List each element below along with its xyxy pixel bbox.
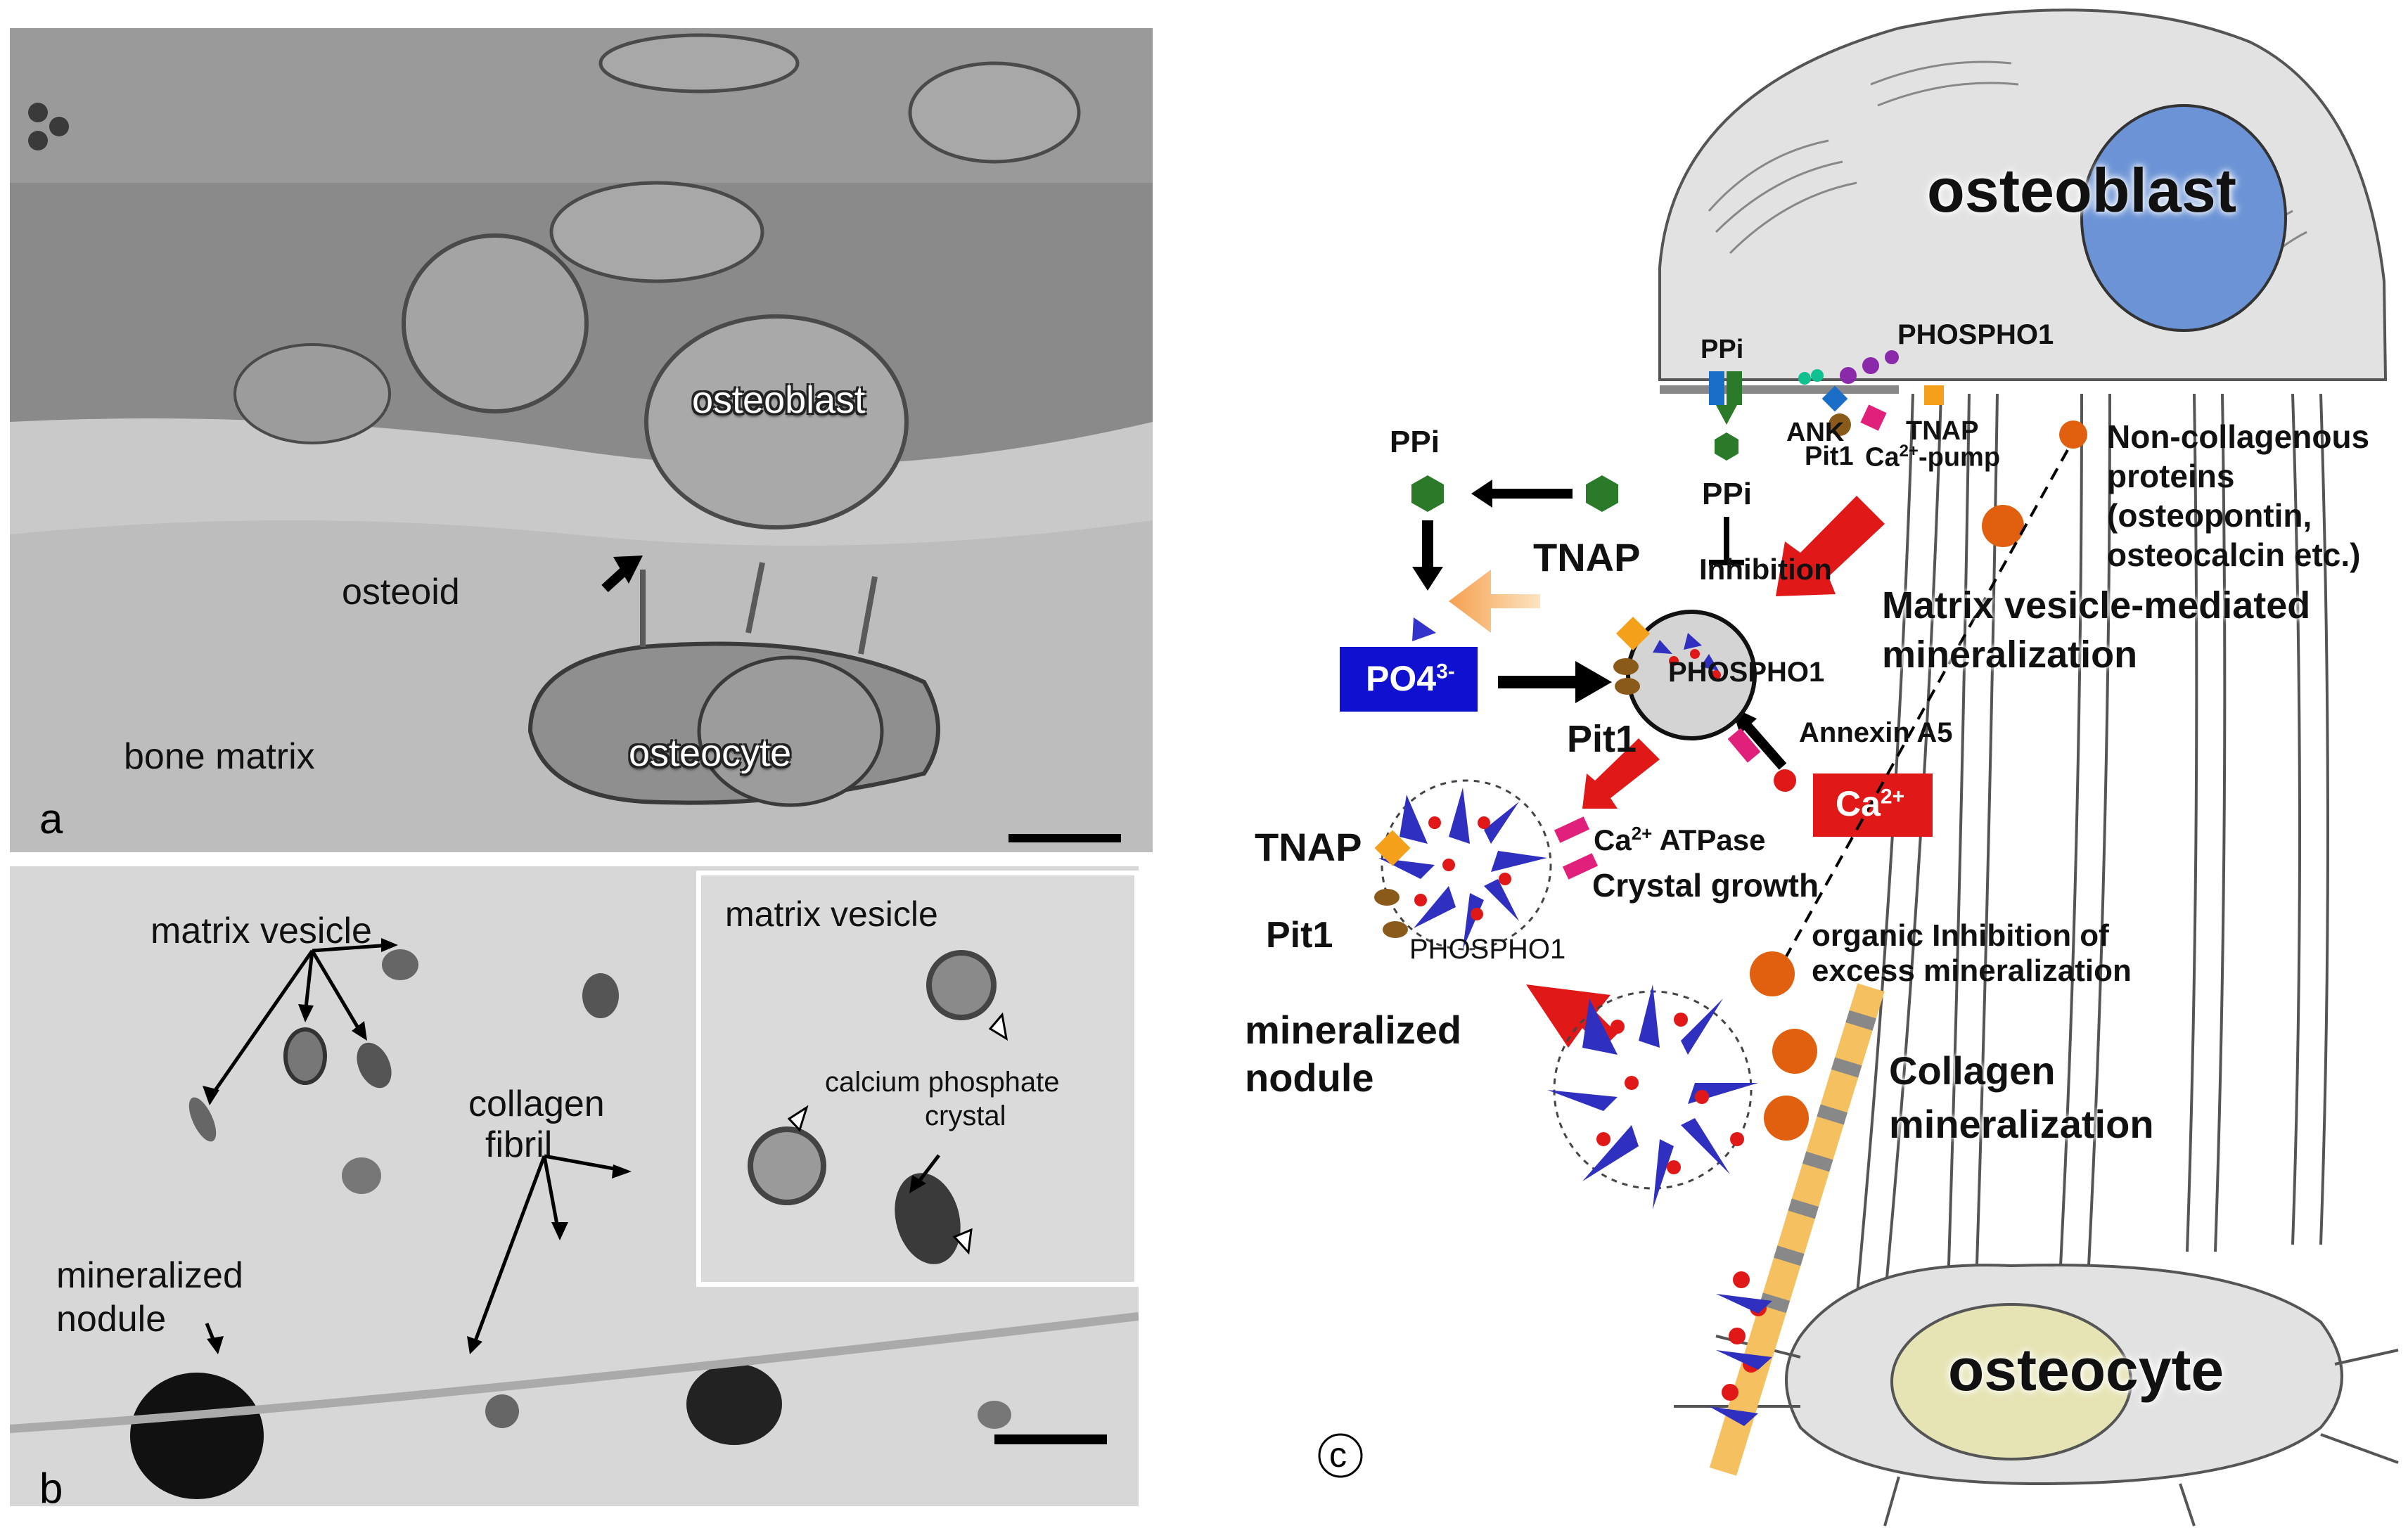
panel-b-inset: matrix vesicle calcium phosphate crystal bbox=[696, 871, 1139, 1287]
red-arrow-pump bbox=[1776, 496, 1885, 596]
osteoblast-nucleus bbox=[2080, 104, 2287, 332]
pit1-top-label: Pit1 bbox=[1805, 442, 1854, 471]
panel-a-letter: a bbox=[39, 795, 63, 842]
ncp-dot-1 bbox=[2059, 420, 2087, 449]
ca-pump-membrane bbox=[1860, 404, 1887, 431]
ca-box bbox=[1813, 773, 1933, 837]
ncp-dot-2 bbox=[1982, 505, 2024, 547]
ncp-line1: Non-collagenous bbox=[2107, 418, 2370, 455]
mvm-line2: mineralization bbox=[1882, 634, 2138, 676]
tnap-gradient-arrow bbox=[1449, 570, 1540, 633]
pit1-membrane bbox=[1829, 413, 1851, 436]
collagen-fibril-c bbox=[1709, 983, 1885, 1476]
ppi-mid-label: PPi bbox=[1702, 477, 1752, 511]
crystal-cluster-1 bbox=[1378, 788, 1547, 949]
cell-membrane bbox=[1660, 385, 1899, 394]
osteocyte-nucleus bbox=[1890, 1303, 2132, 1460]
panel-c-letter-circle bbox=[1318, 1433, 1363, 1478]
osteoblast-processes bbox=[1855, 393, 2329, 1302]
tnap-low-label: TNAP bbox=[1255, 825, 1362, 869]
osteoid-label: osteoid bbox=[342, 572, 460, 612]
organic-line1: organic Inhibition of bbox=[1812, 918, 2109, 953]
vesicle-cluster-outline bbox=[1381, 779, 1552, 951]
osteocyte-label-c: osteocyte bbox=[1948, 1337, 2224, 1403]
collagen-fibril-label-line1: collagen bbox=[468, 1084, 605, 1124]
ca-box-label: Ca2+ bbox=[1836, 784, 1905, 823]
mineralized-nodule-label-b-line1: mineralized bbox=[56, 1255, 243, 1296]
scale-bar-b bbox=[994, 1434, 1107, 1444]
phospho1-top-label: PHOSPHO1 bbox=[1897, 319, 2054, 350]
panel-c-letter: c bbox=[1329, 1435, 1347, 1475]
ank-transporter-1 bbox=[1709, 371, 1724, 405]
em-inset bbox=[701, 875, 1134, 1282]
pit1-low-label: Pit1 bbox=[1266, 915, 1333, 956]
mvm-line1: Matrix vesicle-mediated bbox=[1882, 584, 2311, 627]
po4-arrow bbox=[1575, 661, 1612, 703]
tnap-top-label: TNAP bbox=[1906, 416, 1979, 446]
ncp-dashed-line bbox=[1785, 449, 2069, 957]
panel-a-em-image: osteoblast osteoid osteocyte bone matrix… bbox=[10, 28, 1153, 852]
ca-pump-label: Ca2+-pump bbox=[1865, 442, 2001, 473]
phospho1-vesicle-label: PHOSPHO1 bbox=[1668, 657, 1825, 688]
osteoblast-label-a: osteoblast bbox=[692, 379, 866, 421]
collagen-mineralization-line2: mineralization bbox=[1889, 1102, 2154, 1146]
scale-bar-a bbox=[1008, 834, 1121, 842]
em-micrograph-a bbox=[10, 28, 1153, 852]
osteoblast-label-c: osteoblast bbox=[1927, 155, 2237, 225]
panel-b-letter: b bbox=[39, 1465, 63, 1506]
ppi-hexagon-right bbox=[1586, 475, 1618, 512]
annexin-label: Annexin A5 bbox=[1799, 717, 1953, 748]
ppi-hexagon-membrane bbox=[1715, 432, 1738, 461]
ncp-line2: proteins bbox=[2107, 458, 2235, 494]
tnap-low-marker bbox=[1374, 830, 1411, 866]
pi-triangle bbox=[1412, 617, 1436, 641]
osteocyte-label-a: osteocyte bbox=[629, 732, 792, 774]
pit1-vesicle-label: Pit1 bbox=[1567, 718, 1637, 760]
inset-crystal-line2: crystal bbox=[925, 1100, 1006, 1131]
ncp-line4: osteocalcin etc.) bbox=[2107, 537, 2361, 573]
collagen-mineralization-line1: Collagen bbox=[1889, 1048, 2056, 1093]
phospho1-low-label: PHOSPHO1 bbox=[1409, 934, 1566, 965]
mineralized-nodule-c-line2: nodule bbox=[1245, 1055, 1374, 1100]
ank-transporter-2 bbox=[1727, 371, 1742, 405]
po4-box bbox=[1340, 647, 1478, 712]
mineralized-nodule-c-line1: mineralized bbox=[1245, 1008, 1462, 1052]
crystal-cluster-2 bbox=[1547, 984, 1758, 1209]
ncp-line3: (osteopontin, bbox=[2107, 497, 2312, 534]
ppi-hexagon-left bbox=[1411, 475, 1444, 512]
ppi-left-label: PPi bbox=[1390, 425, 1440, 459]
tnap-membrane bbox=[1924, 385, 1944, 405]
organic-line2: excess mineralization bbox=[1812, 954, 2132, 988]
inset-title: matrix vesicle bbox=[725, 894, 938, 934]
ca-atpase-label: Ca2+ ATPase bbox=[1594, 823, 1766, 856]
inhibition-bar bbox=[1709, 517, 1744, 565]
tnap-mid-label: TNAP bbox=[1533, 535, 1641, 579]
inhibition-label: Inhibition bbox=[1699, 553, 1832, 586]
crystal-growth-label: Crystal growth bbox=[1592, 867, 1819, 904]
mineralized-nodule-label-b-line2: nodule bbox=[56, 1299, 167, 1340]
red-arrow-vesicle bbox=[1582, 738, 1660, 809]
po4-label: PO43- bbox=[1366, 659, 1455, 698]
inset-crystal-line1: calcium phosphate bbox=[825, 1067, 1060, 1098]
bone-matrix-label: bone matrix bbox=[124, 736, 315, 777]
ppi-top-label: PPi bbox=[1701, 335, 1744, 364]
ank-label: ANK bbox=[1786, 418, 1845, 447]
